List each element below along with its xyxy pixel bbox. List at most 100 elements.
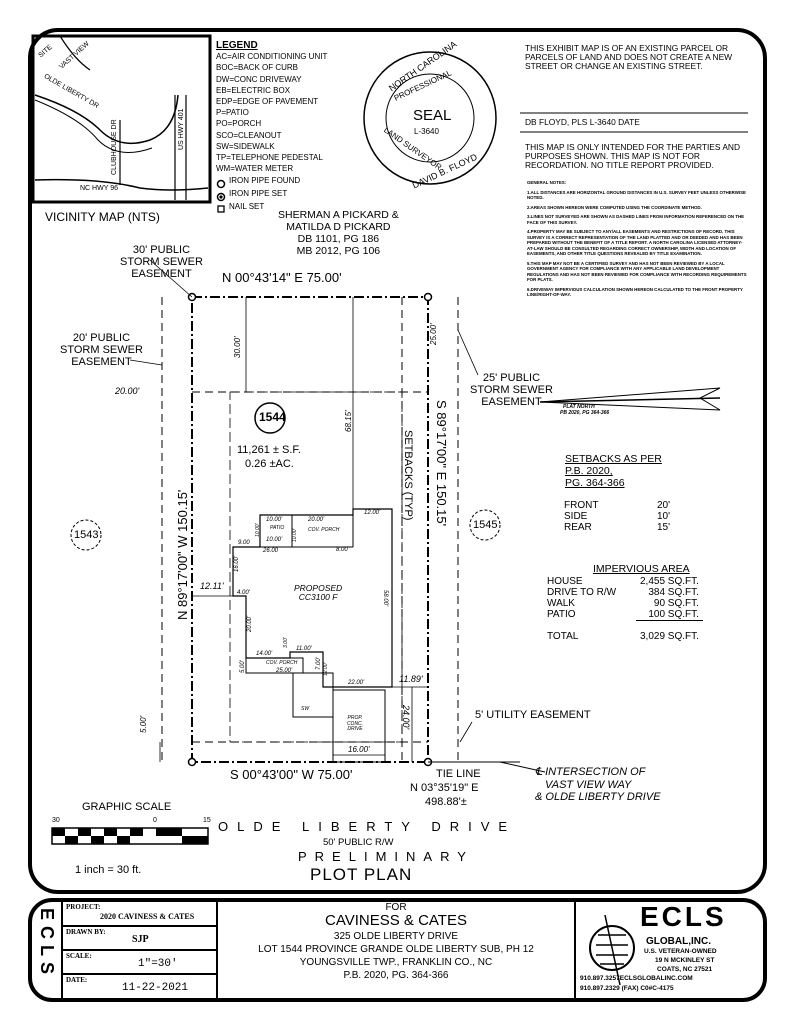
- house-label-line: CC3100 F: [298, 592, 338, 603]
- legend-symbol-label: IRON PIPE FOUND: [229, 176, 301, 186]
- general-notes-title: GENERAL NOTES:: [527, 180, 567, 185]
- intersection-line: VAST VIEW WAY: [545, 778, 632, 791]
- table-cell: 90 SQ.FT.: [653, 598, 699, 609]
- table-cell: FRONT: [564, 500, 599, 511]
- general-note: 1.ALL DISTANCES ARE HORIZONTAL GROUND DI…: [527, 189, 746, 201]
- dimension-label: 26.00: [263, 548, 279, 554]
- easement-line: EASEMENT: [131, 268, 192, 280]
- general-note: 5.THIS MAP MAY NOT BE A CERTIFIED SURVEY…: [527, 260, 747, 283]
- table-cell: DRIVE TO R/W: [547, 587, 617, 598]
- township: YOUNGSVILLE TWP., FRANKLIN CO., NC: [299, 956, 493, 968]
- table-cell: HOUSE: [547, 576, 583, 587]
- proposed-house: [232, 508, 393, 688]
- setbacks-title: SETBACKS AS PER P.B. 2020, PG. 364-366: [565, 453, 662, 489]
- setback-lines: [229, 391, 403, 743]
- cov-porch-label: COV. PORCH: [266, 660, 298, 666]
- scale-tick: 0: [153, 817, 157, 824]
- project-value: 2020 CAVINESS & CATES: [100, 912, 195, 921]
- dimension-label: 25.00': [429, 323, 438, 345]
- lot-area-sf: 11,261 ± S.F.: [237, 444, 301, 456]
- house-label-line: PROPOSED: [294, 583, 343, 593]
- plat-north-label: PLAT NORTH: [563, 404, 595, 410]
- adjoiner-line: MATILDA D PICKARD: [286, 221, 391, 233]
- dimension-label: 30.00': [233, 336, 242, 358]
- dimension-label: 3.00': [283, 637, 289, 648]
- client-name: CAVINESS & CATES: [325, 912, 467, 929]
- dimension-label: 20.00': [115, 386, 140, 396]
- dimension-label: 12.00': [364, 510, 381, 516]
- lot-number: 1544: [259, 410, 286, 424]
- legend-title: LEGEND: [216, 40, 258, 51]
- seal-outer: [363, 51, 497, 185]
- dimension-label: 20.00': [308, 517, 325, 523]
- general-note: 2.AREAS SHOWN HEREON WERE COMPUTED USING…: [527, 204, 702, 210]
- legend-item: BOC=BACK OF CURB: [216, 63, 299, 73]
- preliminary-label: PRELIMINARY: [298, 849, 474, 864]
- company-phone: 910.897.3257ECLSGLOBALINC.COM: [580, 975, 693, 982]
- company-veteran: U.S. VETERAN-OWNED: [644, 948, 717, 955]
- dimension-label: 11.00': [296, 646, 312, 652]
- title-block-main: FOR CAVINESS & CATES 325 OLDE LIBERTY DR…: [217, 902, 575, 982]
- dimension-label: 58.00': [382, 590, 388, 607]
- legend-item: PO=PORCH: [216, 119, 262, 129]
- lot-description: LOT 1544 PROVINCE GRANDE OLDE LIBERTY SU…: [258, 943, 534, 955]
- intersection-line: & OLDE LIBERTY DRIVE: [535, 791, 661, 803]
- date-label: DATE:: [66, 976, 88, 984]
- for-label: FOR: [385, 902, 407, 913]
- sidewalk: [292, 672, 334, 718]
- dimension-label: 24.00': [401, 705, 411, 730]
- vicinity-map-frame: [31, 34, 212, 204]
- adjoiner-info: SHERMAN A PICKARD & MATILDA D PICKARD DB…: [278, 209, 399, 257]
- company-logo: ECLS: [640, 901, 727, 932]
- dimension-label: 25.00': [276, 668, 293, 674]
- easement-line: STORM SEWER: [120, 256, 203, 268]
- legend-item: DW=CONC DRIVEWAY: [216, 74, 302, 84]
- table-cell: SIDE: [564, 511, 588, 522]
- vicinity-map-title: VICINITY MAP (NTS): [45, 210, 160, 224]
- right-boundary-call: S 89°17'00" E 150.15': [434, 400, 449, 527]
- dimension-label: 11.89': [399, 674, 423, 684]
- utility-easement-label: 5' UTILITY EASEMENT: [475, 709, 591, 721]
- adjacent-lot-left: 1543: [74, 529, 99, 541]
- graphic-scale-title: GRAPHIC SCALE: [82, 801, 172, 813]
- adjoiner-line: MB 2012, PG 106: [296, 245, 381, 257]
- top-boundary-call: N 00°43'14" E 75.00': [222, 270, 342, 285]
- table-cell: 384 SQ.FT.: [648, 587, 699, 598]
- scale-label: SCALE:: [66, 952, 92, 960]
- nail-set-icon: [217, 205, 225, 213]
- table-row: PATIO 100 SQ.FT.: [543, 609, 703, 621]
- table-cell: PATIO: [547, 609, 576, 621]
- sidewalk-label: SW: [301, 706, 310, 712]
- tie-line-call: N 03°35'19" E: [410, 782, 479, 794]
- dimension-label: 10.00': [266, 517, 283, 523]
- easement-line: 25' PUBLIC: [482, 372, 541, 384]
- adjoiner-line: DB 1101, PG 186: [297, 233, 380, 245]
- road-label: US HWY 401: [178, 108, 185, 151]
- dimension-label: 16.00': [234, 555, 240, 572]
- plat-north-ref: PB 2020, PG 364-366: [560, 410, 610, 416]
- dimension-label: 20.00': [247, 615, 253, 632]
- dimension-label: 4.00': [237, 590, 250, 596]
- dimension-label: 10.00': [255, 523, 261, 537]
- ecls-side-logo: ECLS: [37, 908, 57, 981]
- legend-symbol-label: IRON PIPE SET: [229, 189, 288, 199]
- globe-logo-icon: [589, 925, 635, 971]
- adjacent-lot-right: 1545: [473, 519, 498, 531]
- scale-value: 1"=30': [138, 958, 178, 970]
- intersection-line: ℄ INTERSECTION OF: [535, 766, 646, 778]
- dimension-label: 68.15': [344, 410, 353, 432]
- company-name: GLOBAL,INC.: [646, 936, 711, 947]
- adjoiner-line: SHERMAN A PICKARD &: [278, 209, 399, 221]
- table-cell: 15': [657, 522, 671, 533]
- legend-item: TP=TELEPHONE PEDESTAL: [216, 153, 323, 163]
- table-cell: 100 SQ.FT.: [636, 609, 703, 621]
- easement-line: 20' PUBLIC: [72, 332, 131, 344]
- intended-use-note: THIS MAP IS ONLY INTENDED FOR THE PARTIE…: [525, 142, 740, 171]
- scale-ratio: 1 inch = 30 ft.: [75, 864, 142, 876]
